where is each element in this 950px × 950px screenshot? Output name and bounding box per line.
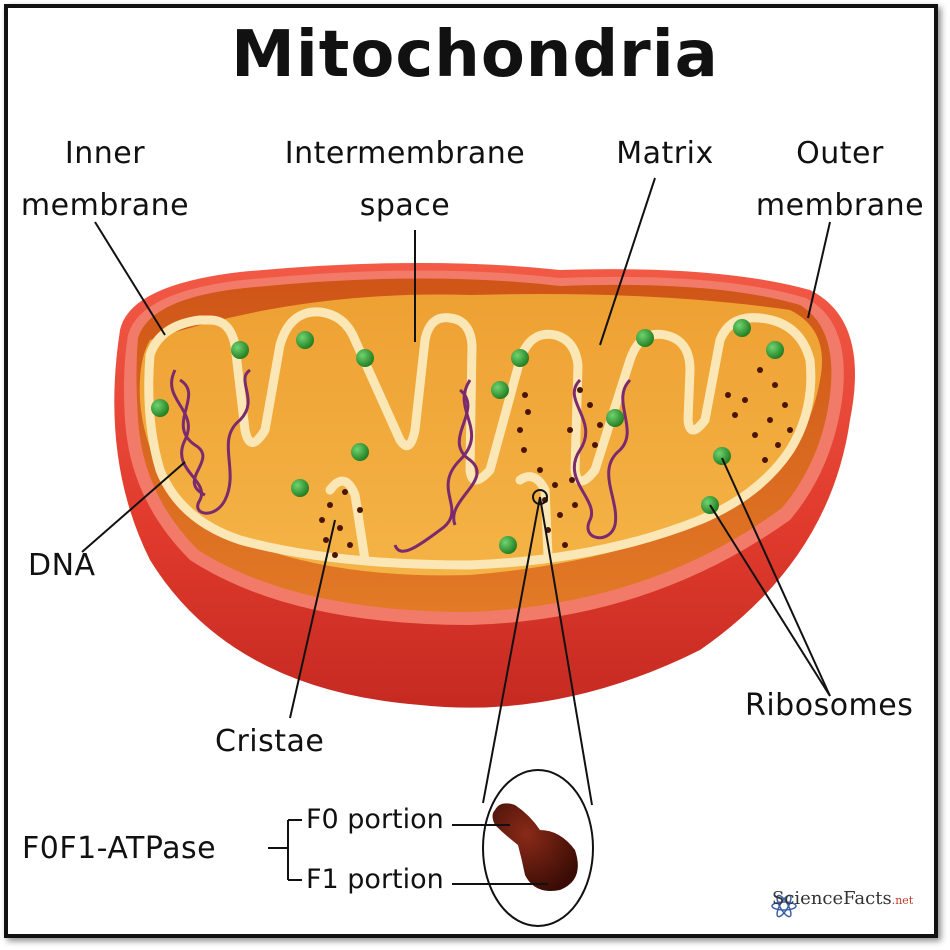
- diagram-title: Mitochondria: [0, 18, 950, 92]
- label-inner-membrane-line1: Inner: [20, 128, 190, 180]
- label-intermembrane-line2: space: [280, 180, 530, 232]
- label-inner-membrane-line2: membrane: [20, 180, 190, 232]
- label-dna: DNA: [28, 540, 96, 592]
- label-f0-portion: F0 portion: [306, 804, 444, 835]
- logo-suffix: .net: [892, 894, 914, 907]
- label-outer-membrane-line2: membrane: [755, 180, 925, 232]
- label-inner-membrane: Inner membrane: [20, 128, 190, 232]
- label-atpase: F0F1-ATPase: [22, 823, 216, 875]
- logo-text: ScienceFacts: [772, 888, 892, 909]
- sciencefacts-logo: ScienceFacts.net: [772, 888, 913, 909]
- label-intermembrane-space: Intermembrane space: [280, 128, 530, 232]
- label-outer-membrane: Outer membrane: [755, 128, 925, 232]
- label-outer-membrane-line1: Outer: [755, 128, 925, 180]
- label-cristae: Cristae: [215, 716, 324, 768]
- label-f1-portion: F1 portion: [306, 864, 444, 895]
- label-intermembrane-line1: Intermembrane: [280, 128, 530, 180]
- label-ribosomes: Ribosomes: [745, 680, 913, 732]
- label-matrix: Matrix: [605, 128, 725, 180]
